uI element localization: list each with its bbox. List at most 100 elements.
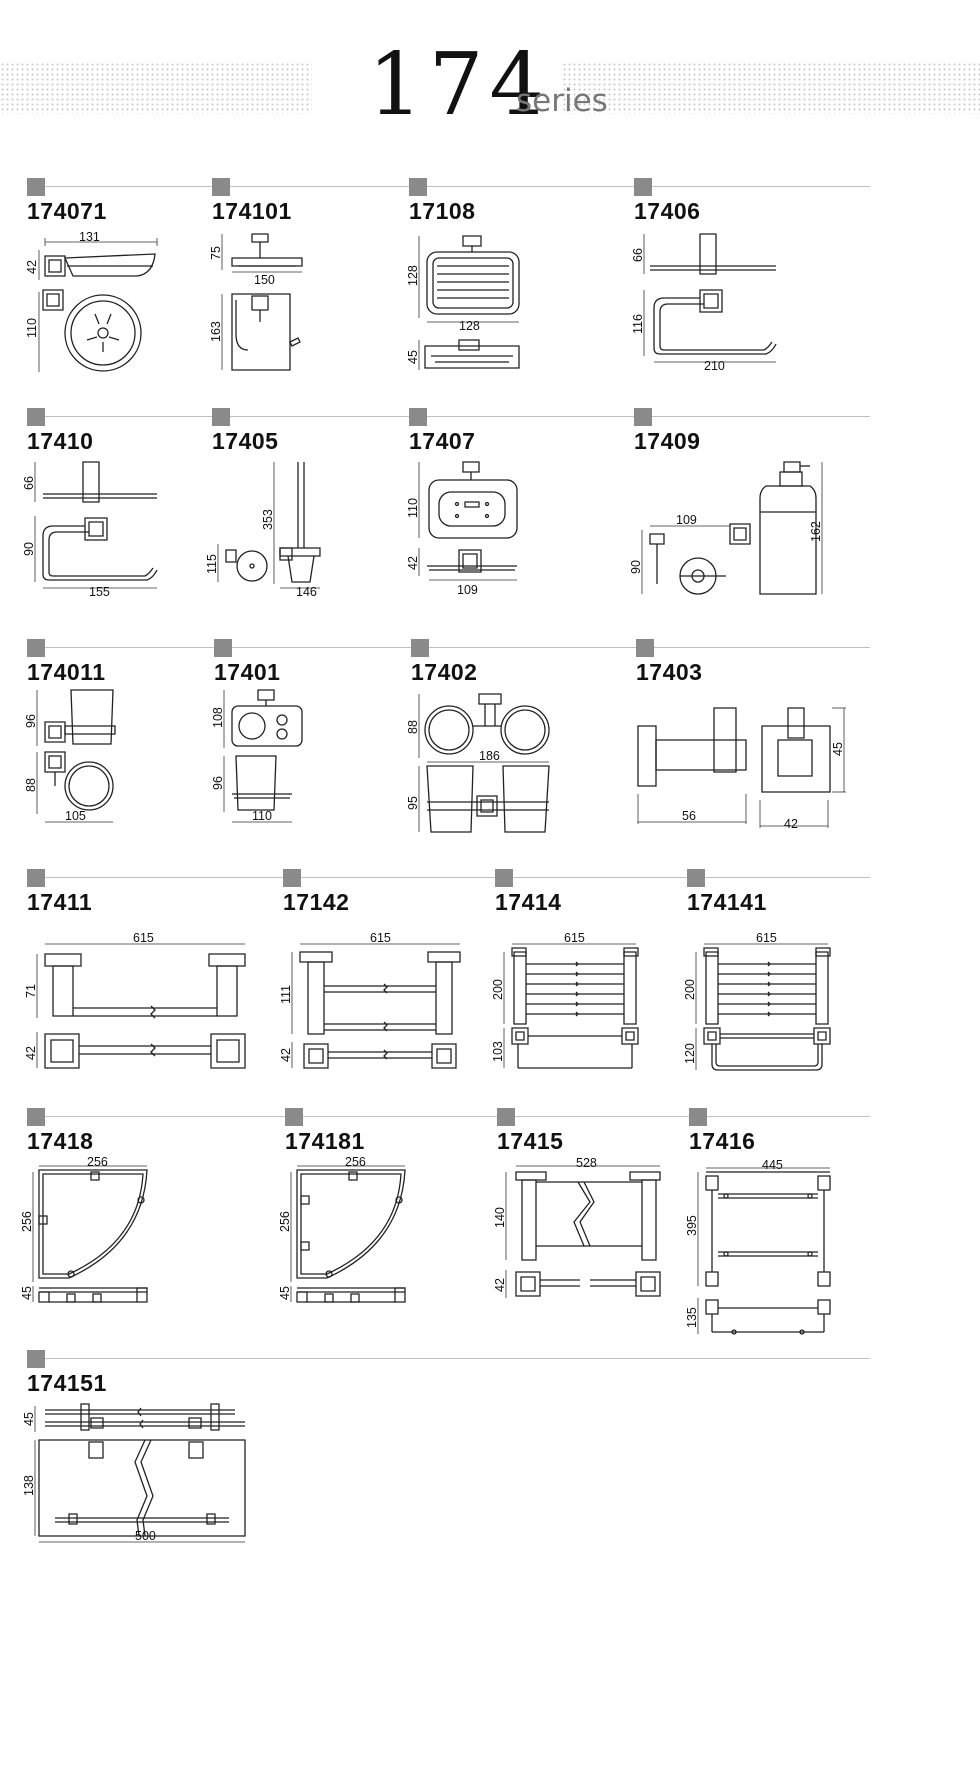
product-code: 17416 [689, 1128, 756, 1154]
drawing-17414: 615 200 103 [491, 931, 642, 1080]
dimension-label: 615 [133, 931, 154, 945]
dimension-label: 186 [479, 749, 500, 763]
dimension-label: 528 [576, 1156, 597, 1170]
product-code: 17403 [636, 659, 703, 685]
dimension-label: 45 [831, 742, 845, 756]
product-code: 17406 [634, 198, 701, 224]
drawing-174071: 131 42 110 [25, 230, 165, 380]
product-code: 17410 [27, 428, 94, 454]
product-code: 17418 [27, 1128, 94, 1154]
dimension-label: 109 [676, 513, 697, 527]
drawing-17403: 56 45 42 [632, 700, 852, 831]
dimension-label: 131 [79, 230, 100, 244]
row-4-divider [27, 877, 870, 878]
dimension-label: 110 [252, 809, 272, 823]
dimension-label: 500 [135, 1529, 156, 1543]
drawing-174101: 75 150 163 [209, 230, 318, 380]
item-marker [283, 869, 301, 887]
dimension-label: 110 [406, 498, 420, 518]
dimension-label: 42 [406, 556, 420, 570]
row-3-divider [27, 647, 870, 648]
dimension-label: 615 [370, 931, 391, 945]
product-code: 17411 [27, 889, 93, 915]
drawing-17405: 353 115 146 [205, 458, 328, 599]
row-2-divider [27, 416, 870, 417]
item-marker [27, 178, 45, 196]
item-marker [212, 178, 230, 196]
dimension-label: 66 [631, 248, 645, 262]
dimension-label: 42 [493, 1278, 507, 1292]
product-code: 174011 [27, 659, 106, 685]
drawing-174141: 615 200 120 [683, 931, 834, 1080]
item-marker [27, 1108, 45, 1126]
product-code: 17409 [634, 428, 701, 454]
dimension-label: 138 [22, 1475, 36, 1496]
dimension-label: 96 [24, 714, 38, 728]
drawing-17409: 109 90 162 [629, 458, 823, 600]
dimension-label: 66 [22, 476, 36, 490]
row-6-divider [27, 1358, 870, 1359]
dimension-label: 445 [762, 1158, 783, 1172]
dotted-ornament-left [0, 62, 312, 114]
series-label: series [516, 83, 608, 119]
product-code: 17414 [495, 889, 562, 915]
product-code: 174101 [212, 198, 292, 224]
dimension-label: 116 [631, 314, 645, 334]
dimension-label: 42 [25, 260, 39, 274]
drawing-17108: 128 128 45 [406, 230, 525, 375]
dimension-label: 45 [406, 350, 420, 364]
dimension-label: 42 [24, 1046, 38, 1060]
dimension-label: 105 [65, 809, 86, 823]
product-code: 17402 [411, 659, 478, 685]
product-code: 17108 [409, 198, 476, 224]
item-marker [285, 1108, 303, 1126]
dimension-label: 615 [756, 931, 777, 945]
dimension-label: 256 [20, 1211, 34, 1232]
dimension-label: 120 [683, 1043, 697, 1064]
dimension-label: 45 [20, 1286, 34, 1300]
dimension-label: 256 [278, 1211, 292, 1232]
dimension-label: 108 [211, 707, 225, 728]
item-marker [687, 869, 705, 887]
dimension-label: 88 [24, 778, 38, 792]
dimension-label: 210 [704, 359, 725, 373]
dimension-label: 110 [25, 318, 39, 338]
item-marker [27, 1350, 45, 1368]
drawing-174151: 45 138 500 [22, 1400, 255, 1543]
dimension-label: 42 [784, 817, 798, 831]
drawing-17416: 445 395 135 [685, 1158, 836, 1338]
drawing-17401: 108 96 110 [211, 686, 310, 823]
row-5-divider [27, 1116, 870, 1117]
dimension-label: 135 [685, 1307, 699, 1328]
product-code: 174141 [687, 889, 767, 915]
dimension-label: 115 [205, 554, 219, 574]
drawing-17411: 615 71 42 [24, 931, 255, 1080]
item-marker [497, 1108, 515, 1126]
dimension-label: 150 [254, 273, 275, 287]
item-marker [409, 178, 427, 196]
series-number: 174 [368, 35, 551, 135]
dimension-label: 128 [459, 319, 480, 333]
item-marker [27, 408, 45, 426]
dimension-label: 71 [24, 984, 38, 998]
dimension-label: 90 [22, 542, 36, 556]
dimension-label: 109 [457, 583, 478, 597]
dimension-label: 256 [87, 1155, 108, 1169]
drawing-17402: 88 186 95 [406, 686, 557, 836]
product-code: 17415 [497, 1128, 564, 1154]
drawing-17406: 66 116 210 [631, 230, 780, 373]
drawing-17415: 528 140 42 [493, 1156, 674, 1308]
dimension-label: 615 [564, 931, 585, 945]
drawing-174181: 256 256 45 [278, 1155, 423, 1308]
product-code: 17405 [212, 428, 279, 454]
dimension-label: 162 [809, 521, 823, 542]
dimension-label: 163 [209, 321, 223, 342]
item-marker [27, 869, 45, 887]
item-marker [636, 639, 654, 657]
product-code: 174181 [285, 1128, 365, 1154]
dimension-label: 155 [89, 585, 110, 599]
item-marker [409, 408, 427, 426]
drawing-17142: 615 111 42 [279, 931, 470, 1080]
dimension-label: 45 [278, 1286, 292, 1300]
item-marker [495, 869, 513, 887]
